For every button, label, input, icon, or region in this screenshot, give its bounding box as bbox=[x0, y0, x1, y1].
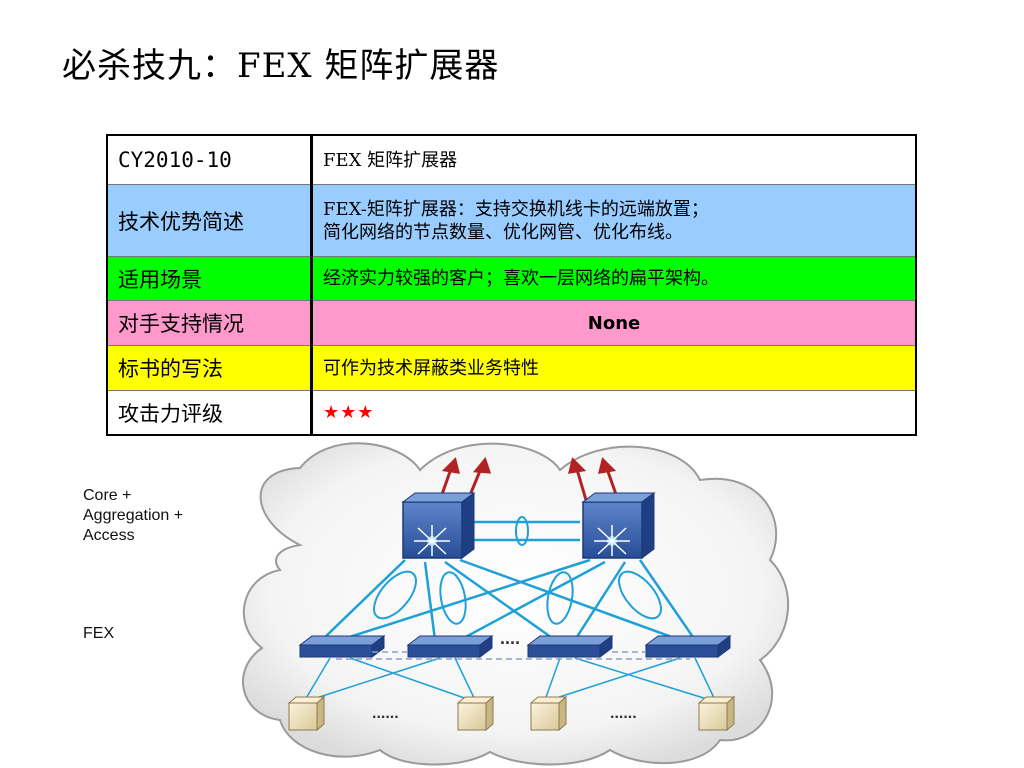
fabric-links bbox=[321, 520, 697, 642]
arrow-head bbox=[597, 457, 617, 474]
table-row: 适用场景 经济实力较强的客户；喜欢一层网络的扁平架构。 bbox=[106, 256, 917, 301]
arrow-head bbox=[567, 457, 587, 474]
row-label: 标书的写法 bbox=[106, 345, 313, 391]
fex-cross-links bbox=[336, 651, 690, 660]
page-title: 必杀技九：FEX 矩阵扩展器 bbox=[62, 46, 500, 86]
row-value: 可作为技术屏蔽类业务特性 bbox=[311, 345, 917, 391]
core-switch bbox=[401, 492, 476, 559]
row-value: None bbox=[311, 300, 917, 346]
core-layer-label: Core + Aggregation + Access bbox=[83, 487, 184, 544]
value-line: 可作为技术屏蔽类业务特性 bbox=[323, 357, 539, 379]
fex-switch bbox=[526, 635, 614, 658]
server-ellipsis-left: ...... bbox=[372, 705, 399, 722]
fex-switch bbox=[644, 635, 732, 658]
fex-topology-diagram: .... ...... ...... bbox=[242, 442, 790, 766]
value-line: None bbox=[587, 312, 641, 334]
row-label: 攻击力评级 bbox=[106, 390, 313, 436]
server-ellipsis-right: ...... bbox=[610, 705, 637, 722]
value-line: FEX-矩阵扩展器：支持交换机线卡的远端放置； bbox=[323, 198, 709, 220]
server bbox=[456, 695, 495, 732]
value-line: 简化网络的节点数量、优化网管、优化布线。 bbox=[323, 221, 683, 243]
row-value: ★★★ bbox=[311, 390, 917, 436]
row-value: FEX 矩阵扩展器 bbox=[311, 134, 917, 185]
server bbox=[529, 695, 568, 732]
row-value: FEX-矩阵扩展器：支持交换机线卡的远端放置； 简化网络的节点数量、优化网管、优… bbox=[311, 184, 917, 257]
rating-stars: ★★★ bbox=[323, 402, 375, 423]
table-row: 标书的写法 可作为技术屏蔽类业务特性 bbox=[106, 345, 917, 391]
fex-layer-label: FEX bbox=[83, 625, 115, 642]
arrow-head bbox=[473, 456, 492, 474]
fex-switch bbox=[406, 635, 494, 658]
arrow-head bbox=[441, 457, 461, 474]
server bbox=[287, 695, 326, 732]
core-switch bbox=[581, 492, 656, 559]
value-line: FEX 矩阵扩展器 bbox=[323, 149, 458, 171]
row-label: 对手支持情况 bbox=[106, 300, 313, 346]
feature-table: CY2010-10 FEX 矩阵扩展器 技术优势简述 FEX-矩阵扩展器：支持交… bbox=[106, 134, 917, 436]
server bbox=[697, 695, 736, 732]
server-links bbox=[304, 657, 716, 701]
row-label: 技术优势简述 bbox=[106, 184, 313, 257]
table-row: 对手支持情况 None bbox=[106, 300, 917, 346]
row-label: 适用场景 bbox=[106, 256, 313, 301]
fex-switch bbox=[298, 635, 386, 658]
value-line: 经济实力较强的客户；喜欢一层网络的扁平架构。 bbox=[323, 268, 719, 289]
table-row: 攻击力评级 ★★★ bbox=[106, 390, 917, 436]
row-label: CY2010-10 bbox=[106, 134, 313, 185]
table-row: CY2010-10 FEX 矩阵扩展器 bbox=[106, 134, 917, 185]
table-row: 技术优势简述 FEX-矩阵扩展器：支持交换机线卡的远端放置； 简化网络的节点数量… bbox=[106, 184, 917, 257]
port-channel-rings bbox=[373, 516, 662, 625]
row-value: 经济实力较强的客户；喜欢一层网络的扁平架构。 bbox=[311, 256, 917, 301]
fex-ellipsis: .... bbox=[500, 628, 520, 648]
